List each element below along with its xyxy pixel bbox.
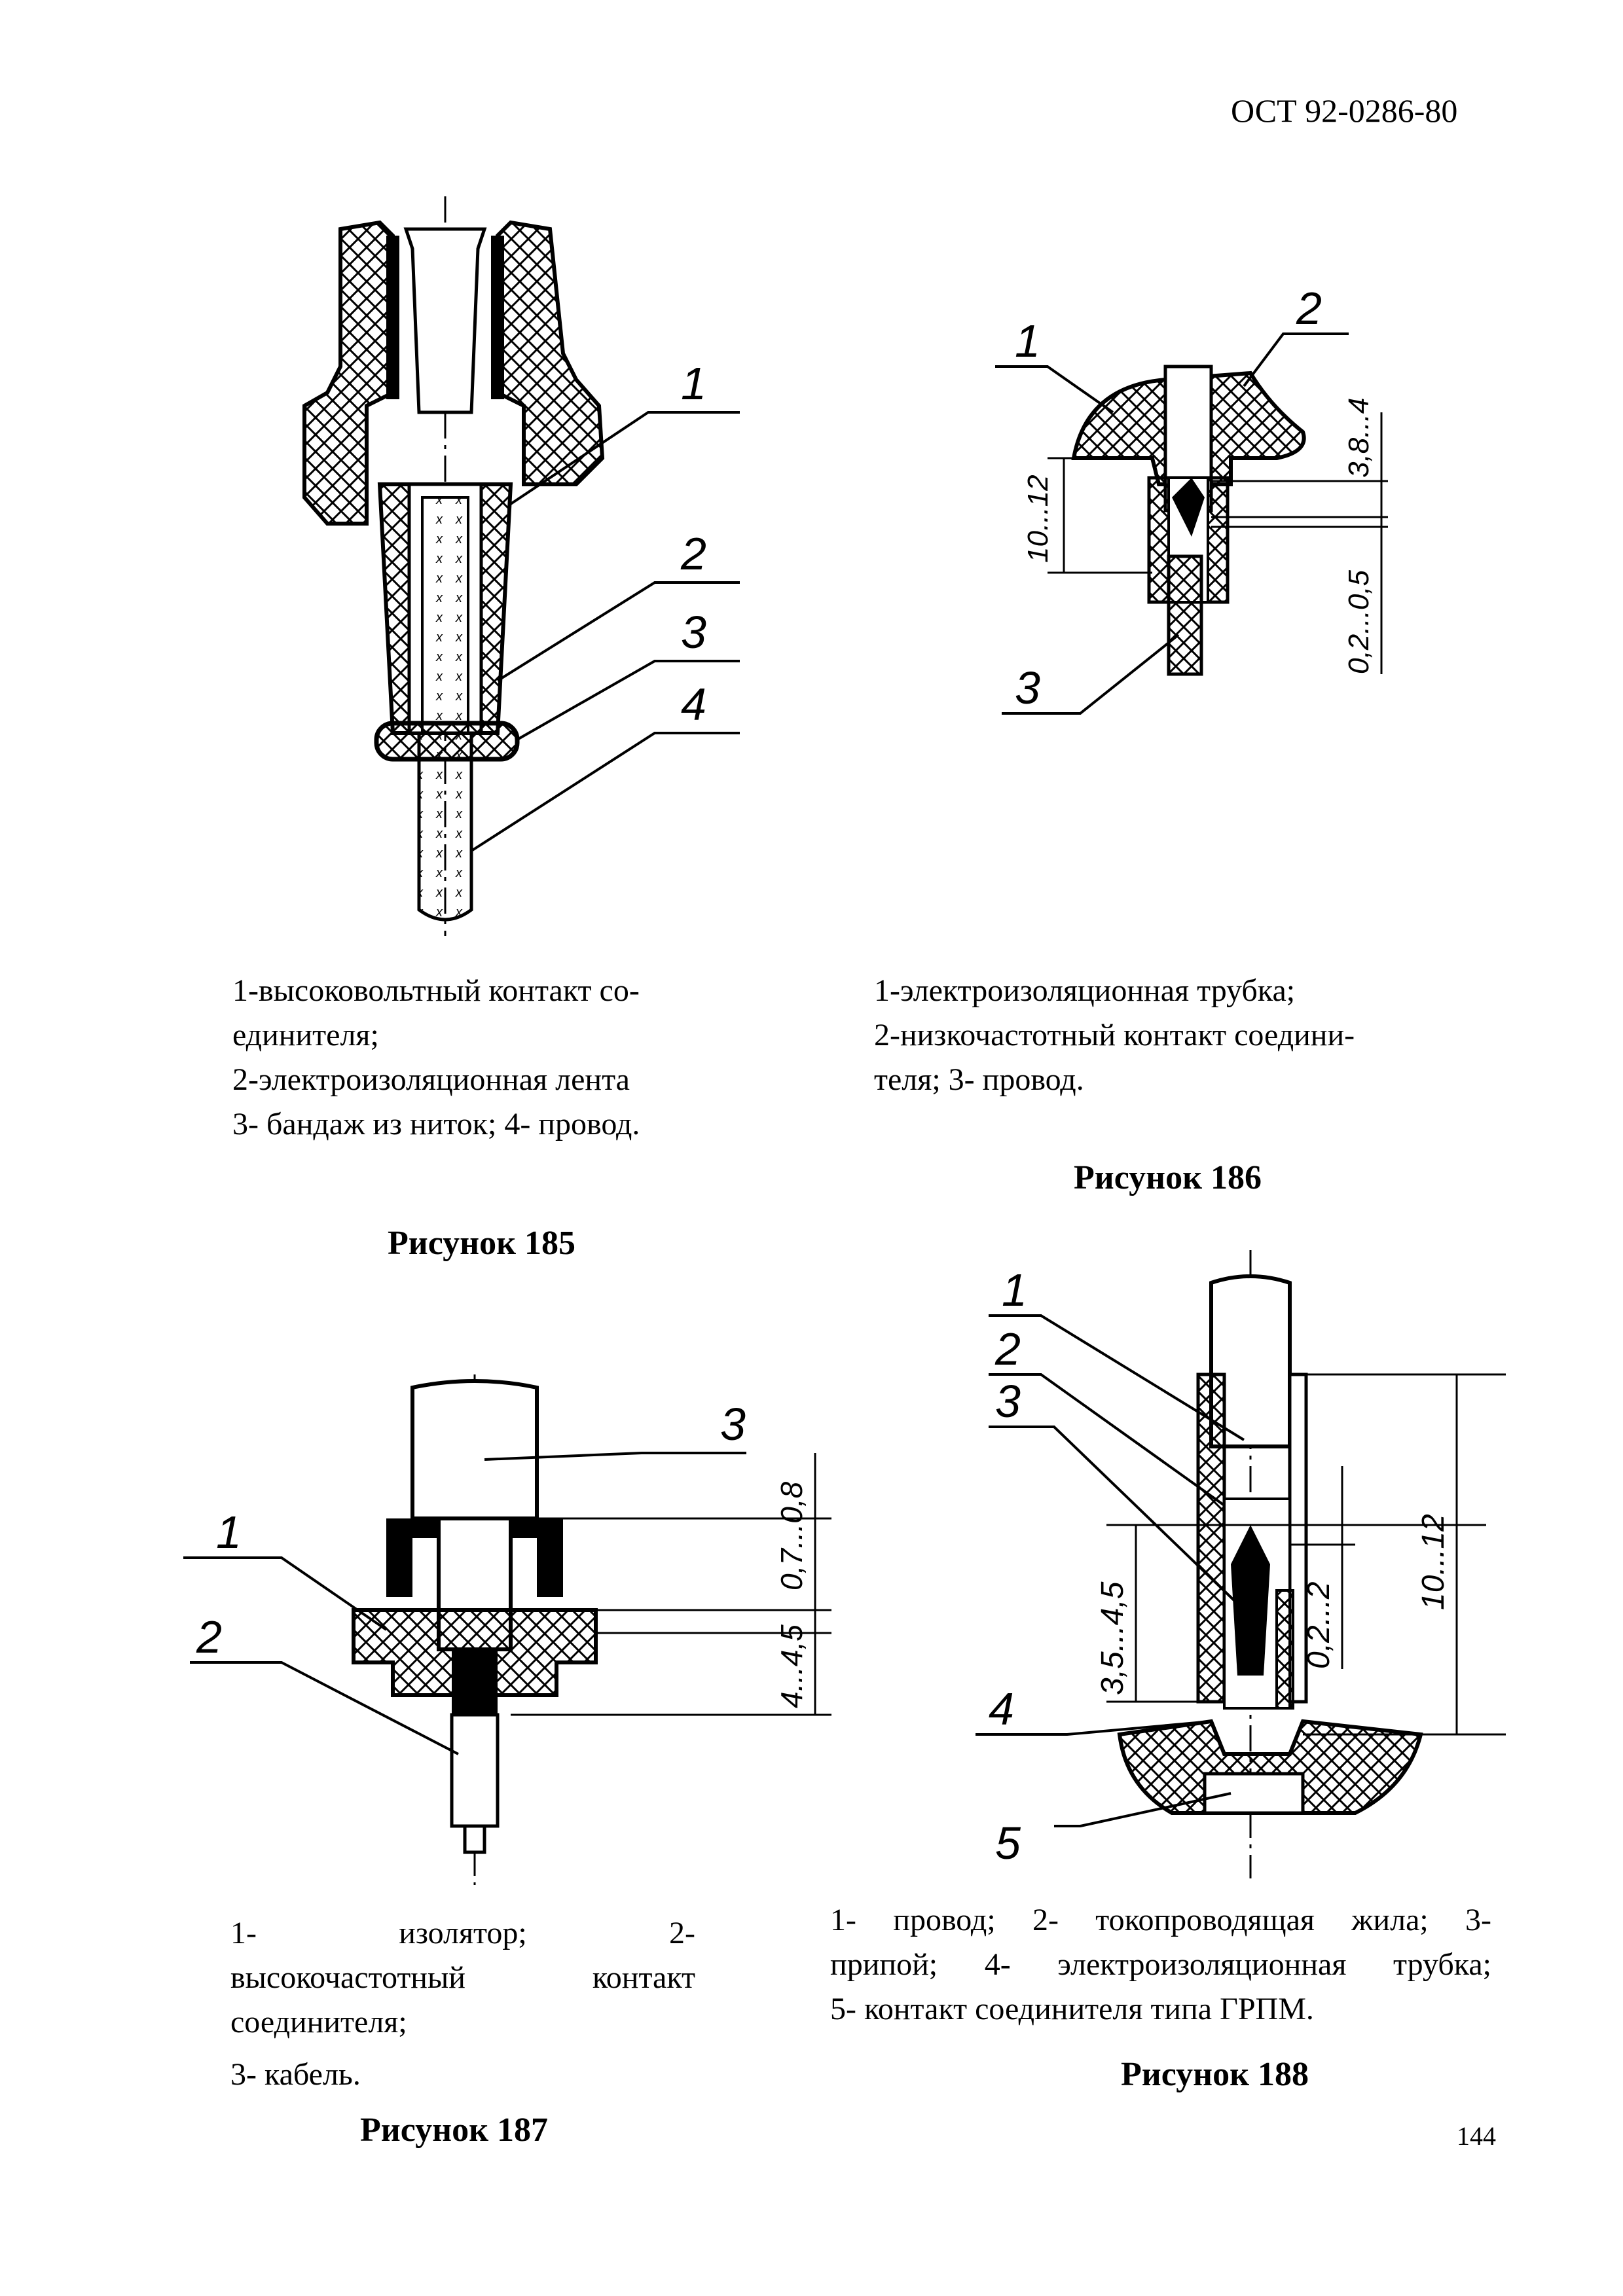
figure-185-drawing: x 1 2 3 4: [302, 196, 740, 936]
fig186-dim-gap: 0,2...0,5: [1343, 569, 1375, 674]
fig187-dim-length: 4...4,5: [775, 1624, 809, 1708]
figure-187-drawing: 0,7...0,8 4...4,5 1 2 3: [183, 1374, 831, 1885]
figure-186-caption: 1-электроизоляционная трубка; 2-низкочас…: [874, 969, 1489, 1102]
caption-line: 3- кабель.: [230, 2057, 361, 2092]
page-number: 144: [1457, 2121, 1496, 2151]
fig187-label-3: 3: [720, 1399, 746, 1450]
fig185-label-4: 4: [681, 679, 706, 730]
fig185-label-3: 3: [681, 607, 706, 658]
fig188-label-1: 1: [1002, 1265, 1027, 1316]
caption-line: 2-электроизоляционная лента: [232, 1062, 630, 1097]
figure-188-caption: 1- провод; 2- токопроводящая жила; 3- пр…: [830, 1898, 1491, 2032]
fig186-label-2: 2: [1296, 283, 1322, 334]
fig186-label-3: 3: [1015, 662, 1040, 713]
caption-line: 1- провод; 2- токопроводящая жила; 3-: [830, 1903, 1491, 1937]
caption-line: 1-высоковольтный контакт со-: [232, 973, 640, 1008]
fig186-dim-length: 10...12: [1022, 475, 1054, 563]
fig187-label-2: 2: [196, 1611, 222, 1662]
fig186-dim-depth: 3,8...4: [1343, 398, 1375, 478]
figure-188-title: Рисунок 188: [1121, 2056, 1309, 2093]
figure-186-drawing: 10...12 3,8...4 0,2...0,5 1 2 3: [995, 283, 1388, 715]
fig188-dim-gap: 0,2...2: [1302, 1582, 1336, 1669]
caption-line: соединителя;: [230, 2005, 407, 2039]
fig188-dim-depth: 3,5...4,5: [1095, 1581, 1130, 1695]
fig186-label-1: 1: [1015, 315, 1040, 367]
fig185-label-1: 1: [681, 358, 706, 409]
figure-185-title: Рисунок 185: [388, 1225, 576, 1262]
figure-187-title: Рисунок 187: [360, 2111, 549, 2149]
caption-line: 3- бандаж из ниток; 4- провод.: [232, 1107, 640, 1141]
fig187-label-1: 1: [216, 1507, 242, 1558]
caption-line: 2-низкочастотный контакт соедини-: [874, 1018, 1355, 1052]
caption-line: 1-электроизоляционная трубка;: [874, 973, 1296, 1008]
caption-line: высокочастотный контакт: [230, 1960, 695, 1995]
caption-line: припой; 4- электроизоляционная трубка;: [830, 1947, 1491, 1982]
fig188-label-2: 2: [994, 1323, 1021, 1374]
fig187-dim-depth: 0,7...0,8: [775, 1481, 809, 1590]
figure-188-drawing: 10...12 3,5...4,5 0,2...2 1 2 3 4 5: [976, 1250, 1506, 1878]
document-code: ОСТ 92-0286-80: [1231, 92, 1458, 129]
figure-187-caption: 1- изолятор; 2- высокочастотный контакт …: [230, 1911, 695, 2097]
fig188-label-5: 5: [995, 1818, 1021, 1869]
caption-line: 1- изолятор; 2-: [230, 1916, 695, 1950]
fig185-label-2: 2: [680, 528, 706, 579]
caption-line: теля; 3- провод.: [874, 1062, 1084, 1097]
fig188-label-3: 3: [995, 1376, 1021, 1427]
caption-line: 5- контакт соединителя типа ГРПМ.: [830, 1992, 1314, 2026]
fig188-label-4: 4: [989, 1683, 1014, 1734]
figure-186-title: Рисунок 186: [1074, 1159, 1262, 1196]
figure-185-caption: 1-высоковольтный контакт со- единителя; …: [232, 969, 743, 1147]
fig188-dim-length: 10...12: [1416, 1514, 1451, 1610]
caption-line: единителя;: [232, 1018, 379, 1052]
